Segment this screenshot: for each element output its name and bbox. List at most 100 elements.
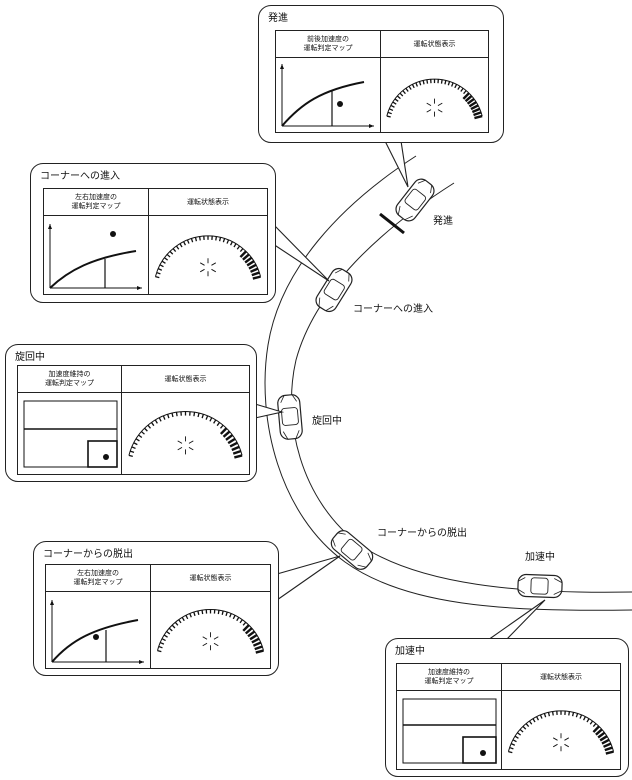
pointer-accelerating: [487, 599, 546, 641]
gauge-tick: [229, 613, 232, 618]
gauge-tick: [150, 422, 155, 427]
gauge-tick: [474, 114, 483, 120]
gauge-arc: [154, 235, 262, 277]
gauge-tick: [440, 79, 443, 84]
gauge-tick: [418, 81, 422, 86]
display-header: 運転状態表示: [189, 573, 232, 582]
gauge-tick: [239, 619, 243, 624]
gauge-tick: [227, 437, 236, 445]
gauge-tick: [186, 239, 190, 244]
gauge-tick: [605, 750, 614, 755]
gauge-icon: [128, 411, 243, 459]
status-panel: 加速度維持の 運転判定マップ 運転状態表示: [17, 365, 250, 475]
gauge-tick: [509, 746, 514, 750]
gauge-tick: [394, 98, 399, 102]
gauge-tick: [163, 634, 168, 638]
gauge-tick: [154, 419, 158, 424]
gauge-tick: [543, 713, 547, 718]
gauge-tick: [135, 438, 140, 442]
gauge-tick: [422, 80, 425, 85]
status-panel: 左右加速度の 運転判定マップ 運転状態表示: [43, 188, 268, 295]
gauge-tick: [426, 79, 429, 84]
car-icon: [330, 530, 374, 570]
road-label-corner-entry: コーナーへの進入: [353, 304, 433, 315]
display-header: 運転状態表示: [413, 39, 456, 48]
gauge-tick: [193, 611, 196, 617]
gauge-tick: [157, 649, 162, 653]
sparkle-icon: [202, 632, 219, 651]
gauge-tick: [147, 424, 152, 429]
gauge-tick: [512, 739, 517, 743]
gauge-icon: [386, 78, 483, 120]
gauge-tick: [232, 449, 242, 455]
gauge-tick: [470, 104, 479, 111]
map-plot-icon: [402, 698, 497, 764]
gauge-tick: [571, 712, 575, 717]
pointer-start: [384, 140, 409, 188]
pointer-turning: [254, 403, 285, 419]
gauge-tick: [514, 735, 519, 739]
gauge-tick: [603, 742, 612, 748]
gauge-tick: [252, 275, 261, 280]
gauge-tick: [454, 84, 458, 89]
gauge-tick: [444, 80, 447, 85]
gauge-tick: [244, 256, 253, 264]
display-header: 運転状態表示: [187, 197, 229, 206]
gauge-tick: [190, 238, 194, 243]
road-inner-edge: [264, 155, 632, 611]
gauge-tick: [225, 611, 228, 617]
gauge-tick: [219, 427, 228, 435]
gauge-tick: [447, 81, 451, 86]
gauge-tick: [144, 427, 148, 432]
gauge-tick: [201, 414, 204, 419]
map-header: 左右加速度の 運転判定マップ: [46, 565, 151, 591]
gauge-arc: [507, 710, 615, 752]
gauge-tick: [579, 714, 583, 719]
gauge-tick: [411, 84, 415, 89]
gauge-tick: [592, 723, 597, 728]
gauge-tick: [604, 746, 613, 752]
callout-title: 発進: [268, 13, 288, 24]
road-label-corner-exit: コーナーからの脱出: [377, 528, 467, 539]
callout-pointers: [254, 140, 546, 641]
gauge-tick: [239, 250, 247, 258]
gauge-tick: [248, 263, 257, 270]
gauge-tick: [519, 728, 524, 733]
callout-title: 旋回中: [15, 352, 45, 363]
gauge-tick: [539, 714, 543, 719]
gauge-tick: [457, 85, 461, 90]
gauge-tick: [599, 735, 608, 742]
gauge-tick: [130, 450, 135, 453]
gauge-tick: [171, 624, 176, 629]
gauge-tick: [254, 645, 263, 651]
callout-accelerating: 加速中 加速度維持の 運転判定マップ 運転状態表示: [385, 638, 629, 777]
gauge-arc: [156, 608, 265, 651]
car-icon: [277, 394, 303, 440]
gauge-tick: [183, 241, 187, 246]
gauge-tick: [471, 107, 481, 114]
callout-corner-exit: コーナーからの脱出 左右加速度の 運転判定マップ 運転状態表示: [33, 541, 279, 676]
gauge-tick: [215, 236, 218, 241]
gauge-tick: [249, 634, 258, 641]
callout-turning: 旋回中 加速度維持の 運転判定マップ 運転状態表示: [5, 344, 257, 482]
map-header: 前後加速度の 運転判定マップ: [276, 31, 381, 57]
gauge-tick: [597, 731, 606, 739]
sparkle-icon: [426, 98, 443, 117]
gauge-tick: [197, 610, 200, 615]
gauge-tick: [595, 728, 603, 736]
gauge-icon: [507, 710, 615, 755]
map-plot-icon: [50, 600, 144, 664]
gauge-tick: [532, 718, 536, 723]
gauge-tick: [213, 419, 217, 424]
gauge-tick: [178, 619, 182, 624]
gauge-tick: [175, 245, 180, 250]
display-header: 運転状態表示: [164, 374, 207, 383]
gauge-tick: [175, 412, 178, 417]
gauge-tick: [402, 90, 406, 95]
map-plot-icon: [280, 64, 374, 128]
gauge-tick: [194, 237, 198, 242]
gauge-tick: [231, 445, 240, 452]
gauge-tick: [517, 732, 522, 736]
gauge-tick: [396, 95, 401, 100]
gauge-icon: [156, 608, 265, 654]
